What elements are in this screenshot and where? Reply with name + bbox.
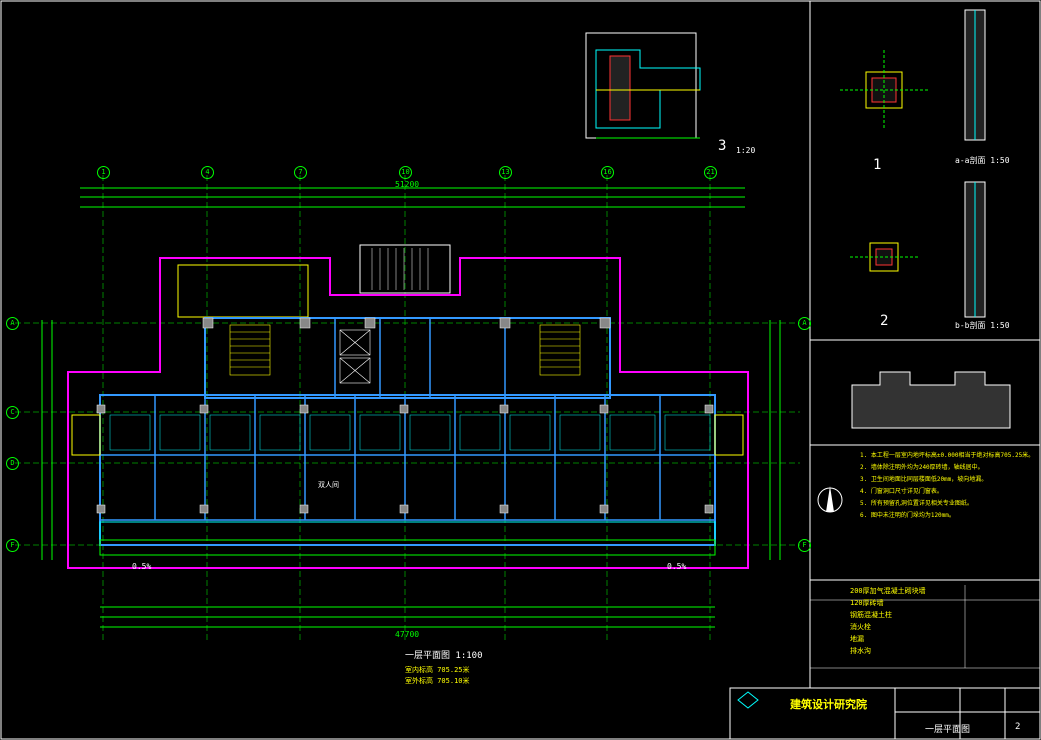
legend-item-5: 地漏 — [850, 635, 864, 643]
grid-bubble-side-c: C — [6, 406, 19, 419]
legend-item-1: 200厚加气混凝土砌块墙 — [850, 587, 926, 595]
grid-bubble-top-1: 1 — [97, 166, 110, 179]
grid-bubble-top-7: 7 — [294, 166, 307, 179]
detail-label-2: 2 — [880, 313, 889, 329]
note-1: 1. 本工程一层室内地坪标高±0.000相当于绝对标高705.25米。 — [860, 452, 1035, 459]
grid-bubble-top-4: 4 — [201, 166, 214, 179]
grid-bubble-top-13: 13 — [499, 166, 512, 179]
note-3: 3. 卫生间地面比同层楼面低20mm，坡向地漏。 — [860, 476, 988, 483]
note-4: 4. 门窗洞口尺寸详见门窗表。 — [860, 488, 943, 495]
grid-bubble-side-a: A — [6, 317, 19, 330]
slope-right: 0.5% — [667, 562, 687, 571]
grid-bubble-top-16: 16 — [601, 166, 614, 179]
detail-label-1: 1 — [873, 157, 882, 173]
section-b-label: b-b剖面 1:50 — [955, 321, 1010, 330]
note-5: 5. 所有预留孔洞位置详见相关专业图纸。 — [860, 500, 973, 507]
note-2: 2. 墙体除注明外均为240厚砖墙，轴线居中。 — [860, 464, 984, 471]
grid-bubble-top-10: 10 — [399, 166, 412, 179]
plan-elevation-indoor: 室内标高 705.25米 — [405, 666, 470, 674]
title-block-sheet-no: 2 — [1015, 722, 1021, 732]
detail-label-3: 3 — [718, 138, 727, 154]
legend-item-6: 排水沟 — [850, 647, 871, 655]
slope-left: 0.5% — [132, 562, 152, 571]
legend-item-3: 钢筋混凝土柱 — [850, 611, 892, 619]
plan-elevation-outdoor: 室外标高 705.10米 — [405, 677, 470, 685]
dimension-total-bottom: 47700 — [395, 630, 420, 639]
grid-bubble-side-a-right: A — [798, 317, 811, 330]
detail-scale: 1:20 — [736, 146, 756, 155]
note-6: 6. 图中未注明的门垛均为120mm。 — [860, 512, 955, 519]
title-block-company: 建筑设计研究院 — [790, 698, 867, 711]
grid-bubble-side-f-right: F — [798, 539, 811, 552]
legend-item-4: 消火栓 — [850, 623, 871, 631]
legend-item-2: 120厚砖墙 — [850, 599, 884, 607]
plan-title: 一层平面图 1:100 — [405, 651, 483, 661]
grid-bubble-side-d: D — [6, 457, 19, 470]
grid-bubble-top-21: 21 — [704, 166, 717, 179]
dimension-total-top: 51200 — [395, 180, 420, 189]
title-block-drawing-name: 一层平面图 — [925, 725, 971, 735]
room-label: 双人间 — [318, 481, 339, 489]
section-a-label: a-a剖面 1:50 — [955, 156, 1010, 165]
grid-bubble-side-f: F — [6, 539, 19, 552]
